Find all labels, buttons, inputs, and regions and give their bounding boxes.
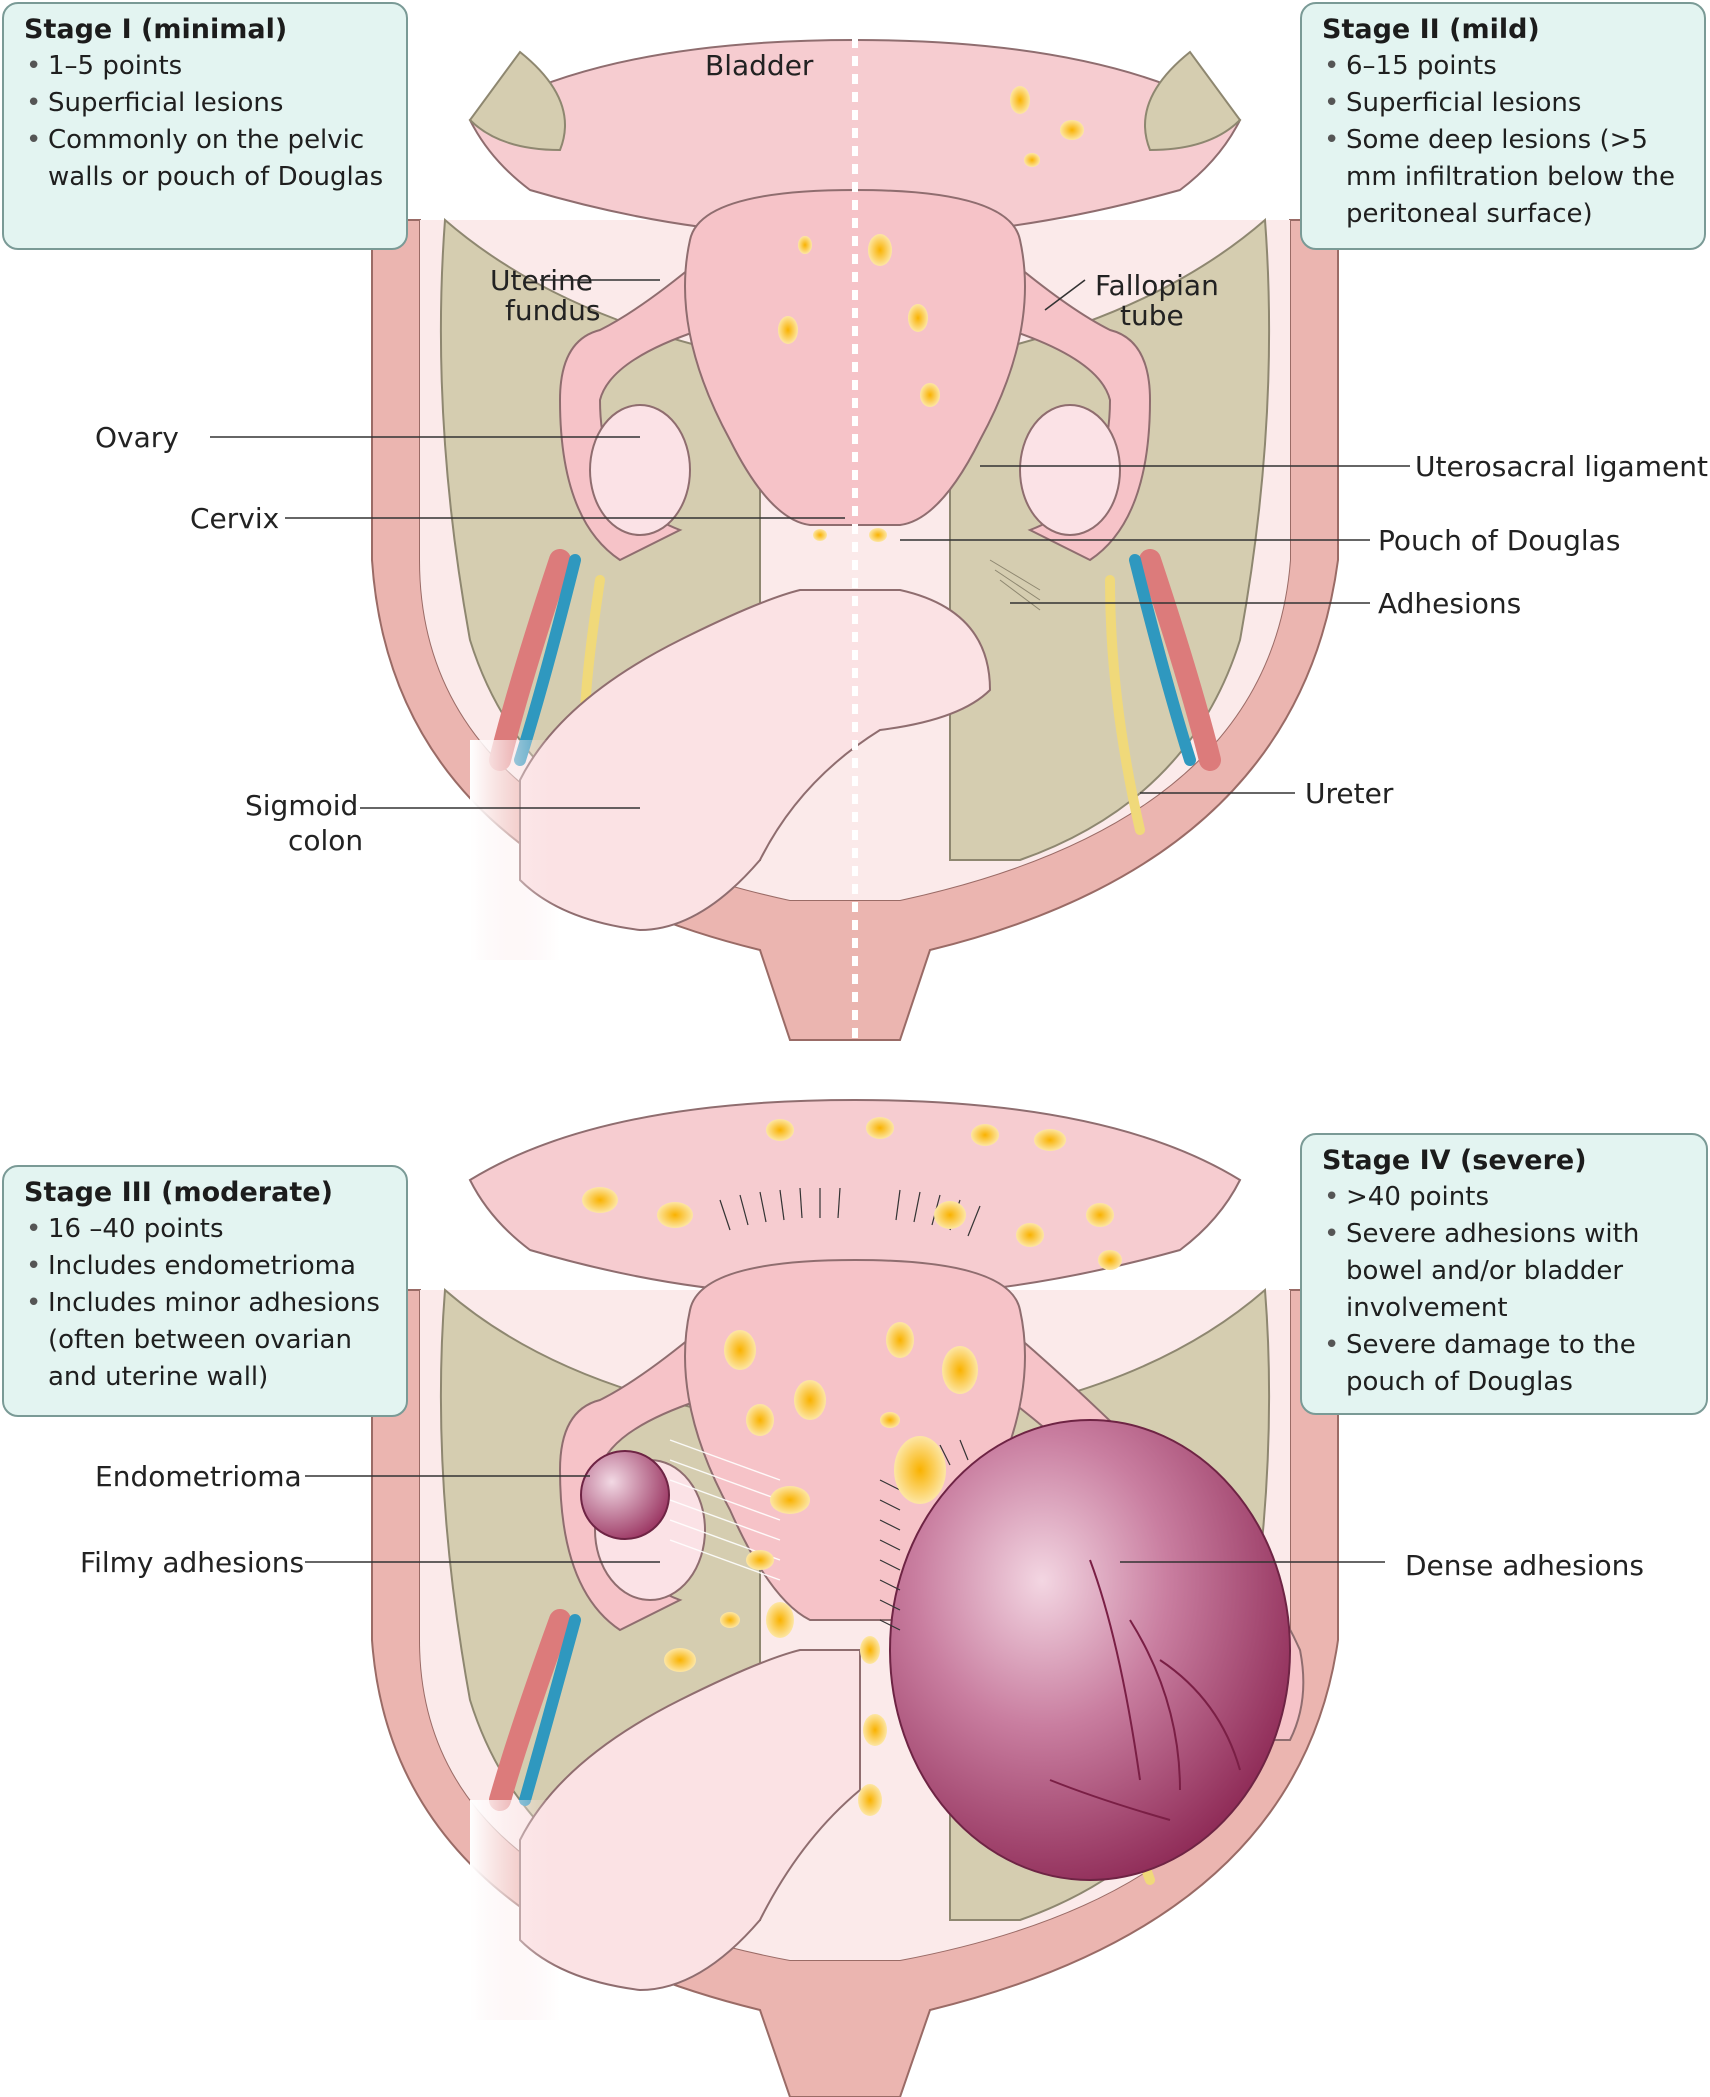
vessels-right-top <box>1105 549 1221 835</box>
label-uterine-fundus-line2: fundus <box>505 294 600 327</box>
stage3-item: Includes endometrioma <box>24 1248 388 1285</box>
label-sigmoid-colon-line1: Sigmoid <box>245 789 358 822</box>
vein-left-bottom <box>519 1614 581 1806</box>
label-sigmoid-colon-line2: colon <box>288 824 363 857</box>
stage4-item: Severe adhesions with bowel and/or bladd… <box>1322 1216 1688 1327</box>
stage4-item: >40 points <box>1322 1179 1688 1216</box>
bladder-fold-right <box>1144 50 1242 152</box>
stage1-item: Commonly on the pelvic walls or pouch of… <box>24 122 388 196</box>
label-endometrioma: Endometrioma <box>95 1460 302 1493</box>
label-adhesions: Adhesions <box>1378 587 1521 620</box>
lesions-bottom <box>582 1117 1122 1816</box>
stage3-item: Includes minor adhesions (often between … <box>24 1285 388 1396</box>
colon-fade-top <box>470 740 650 960</box>
stage2-item: 6–15 points <box>1322 48 1686 85</box>
top-pelvis <box>371 38 1339 1041</box>
stage1-item: Superficial lesions <box>24 85 388 122</box>
label-pouch-of-douglas: Pouch of Douglas <box>1378 524 1620 557</box>
artery-left-bottom <box>489 1609 571 1811</box>
ovary-right-top <box>1019 404 1121 536</box>
stage2-list: 6–15 points Superficial lesions Some dee… <box>1322 48 1686 233</box>
stage4-box: Stage IV (severe) >40 points Severe adhe… <box>1300 1133 1708 1415</box>
lesions-top <box>778 86 1084 542</box>
adhesion-strands-top <box>989 559 1041 611</box>
stage4-title: Stage IV (severe) <box>1322 1145 1587 1176</box>
stage3-item: 16 –40 points <box>24 1211 388 1248</box>
bladder-fold-left <box>468 50 566 152</box>
stage3-title: Stage III (moderate) <box>24 1177 333 1208</box>
stage4-list: >40 points Severe adhesions with bowel a… <box>1322 1179 1688 1401</box>
leader-lines <box>210 279 1410 1563</box>
stage1-item: 1–5 points <box>24 48 388 85</box>
label-fallopian-tube-line2: tube <box>1120 299 1184 332</box>
labels: Bladder Uterine fundus Fallopian tube Ov… <box>80 49 1708 1582</box>
label-filmy-adhesions: Filmy adhesions <box>80 1546 304 1579</box>
endometrioma-small <box>580 1450 670 1540</box>
label-uterine-fundus-line1: Uterine <box>490 264 593 297</box>
label-fallopian-tube-line1: Fallopian <box>1095 269 1219 302</box>
stage3-list: 16 –40 points Includes endometrioma Incl… <box>24 1211 388 1396</box>
stage3-box: Stage III (moderate) 16 –40 points Inclu… <box>2 1165 408 1417</box>
cyst-vessels <box>1049 1559 1241 1821</box>
stage2-box: Stage II (mild) 6–15 points Superficial … <box>1300 2 1706 250</box>
dense-adhesions-hatch <box>719 1187 981 1631</box>
stage1-box: Stage I (minimal) 1–5 points Superficial… <box>2 2 408 250</box>
stage1-list: 1–5 points Superficial lesions Commonly … <box>24 48 388 196</box>
bottom-pelvis <box>371 1098 1339 2097</box>
label-ovary: Ovary <box>95 421 179 454</box>
label-ureter: Ureter <box>1305 777 1394 810</box>
stage2-item: Some deep lesions (>5 mm infiltration be… <box>1322 122 1686 233</box>
stage2-item: Superficial lesions <box>1322 85 1686 122</box>
stage2-title: Stage II (mild) <box>1322 14 1540 45</box>
endometrioma-large <box>889 1419 1291 1881</box>
stage1-title: Stage I (minimal) <box>24 14 288 45</box>
ovary-left-top <box>589 404 691 536</box>
colon-fade-bottom <box>470 1800 650 2020</box>
label-cervix: Cervix <box>190 502 279 535</box>
label-bladder: Bladder <box>705 49 814 82</box>
label-uterosacral-ligament: Uterosacral ligament <box>1415 450 1708 483</box>
stage4-item: Severe damage to the pouch of Douglas <box>1322 1327 1688 1401</box>
label-dense-adhesions: Dense adhesions <box>1405 1549 1644 1582</box>
ureter-right <box>1105 575 1145 835</box>
